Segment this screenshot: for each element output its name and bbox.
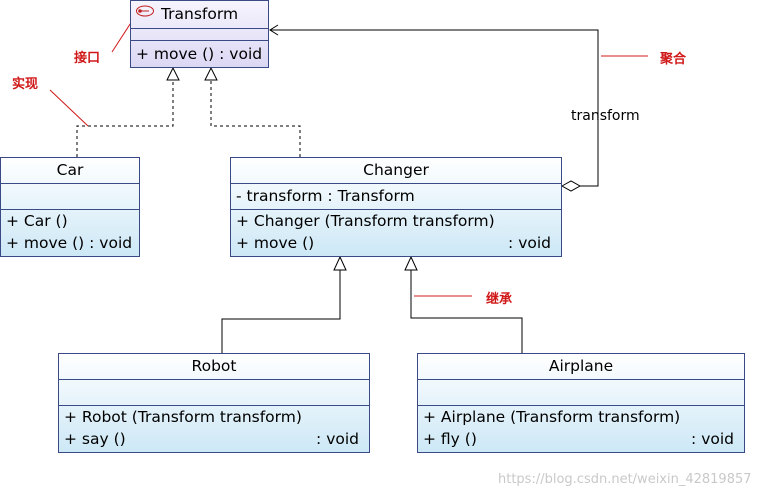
class-name: Robot bbox=[191, 357, 237, 375]
realization-changer-transform bbox=[204, 66, 301, 157]
annotation-interface: 接口 bbox=[74, 51, 101, 66]
generalization-airplane-changer bbox=[404, 255, 523, 353]
method-row: + fly (): void bbox=[423, 430, 734, 448]
attributes-section: - transform : Transform bbox=[231, 183, 561, 209]
class-changer: Changer - transform : Transform + Change… bbox=[230, 157, 562, 257]
class-name: Changer bbox=[363, 161, 429, 179]
method-row: + Car () bbox=[6, 212, 68, 230]
annotation-inheritance: 继承 bbox=[486, 292, 513, 307]
method-row: + Changer (Transform transform) bbox=[236, 212, 495, 230]
methods-section: + Robot (Transform transform) + say (): … bbox=[59, 405, 369, 450]
interface-icon bbox=[136, 5, 154, 17]
methods-section: + Changer (Transform transform) + move (… bbox=[231, 209, 561, 254]
realization-car-transform bbox=[76, 66, 180, 157]
watermark: https://blog.csdn.net/weixin_42819857 bbox=[498, 472, 752, 487]
role-label-transform: transform bbox=[571, 108, 640, 124]
annotation-aggregation: 聚合 bbox=[660, 52, 687, 67]
class-name: Airplane bbox=[548, 357, 614, 375]
leader-realization bbox=[49, 89, 89, 127]
method-row: + Robot (Transform transform) bbox=[64, 408, 302, 426]
class-airplane: Airplane + Airplane (Transform transform… bbox=[417, 353, 745, 453]
methods-section: + Airplane (Transform transform) + fly (… bbox=[418, 405, 744, 450]
return-type: : void bbox=[508, 234, 551, 252]
class-robot: Robot + Robot (Transform transform) + sa… bbox=[58, 353, 370, 453]
method-row: + Airplane (Transform transform) bbox=[423, 408, 681, 426]
method-row: + move (): void bbox=[236, 234, 551, 252]
attributes-section bbox=[131, 28, 268, 40]
annotation-realization: 实现 bbox=[12, 77, 39, 92]
return-type: : void bbox=[316, 430, 359, 448]
aggregation-changer-transform bbox=[269, 24, 599, 192]
methods-section: + Car () + move () : void bbox=[1, 209, 139, 254]
method-row: + say (): void bbox=[64, 430, 359, 448]
attributes-section bbox=[418, 379, 744, 405]
generalization-robot-changer bbox=[221, 255, 347, 353]
return-type: : void bbox=[691, 430, 734, 448]
attributes-section bbox=[59, 379, 369, 405]
method-row: + move () : void bbox=[6, 234, 133, 252]
methods-section: + move () : void bbox=[131, 40, 268, 65]
class-name: Transform bbox=[160, 5, 239, 23]
attributes-section bbox=[1, 183, 139, 209]
method-row: + move () : void bbox=[136, 45, 263, 63]
class-name: Car bbox=[56, 161, 84, 179]
class-transform: Transform + move () : void bbox=[130, 0, 269, 68]
attribute-row: - transform : Transform bbox=[236, 187, 415, 205]
class-car: Car + Car () + move () : void bbox=[0, 157, 140, 257]
